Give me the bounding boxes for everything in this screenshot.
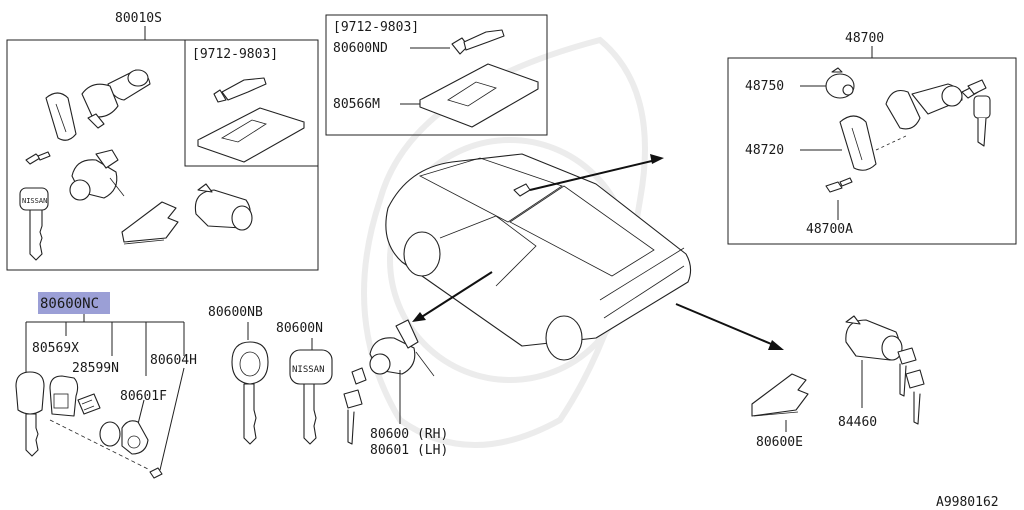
label-48750: 48750	[745, 79, 784, 94]
label-80600nd: 80600ND	[333, 41, 388, 56]
key-80600n: 80600N NISSAN	[276, 321, 333, 445]
ignition-cylinder-icon	[81, 69, 151, 129]
steering-lock-body-icon	[885, 83, 979, 130]
label-84460: 84460	[838, 415, 877, 430]
label-80569x: 80569X	[32, 341, 79, 356]
label-80600n: 80600N	[276, 321, 323, 336]
key-case-icon	[197, 107, 305, 163]
label-80566m: 80566M	[333, 97, 380, 112]
screw-icon	[149, 467, 163, 479]
label-80600nb: 80600NB	[208, 305, 263, 320]
assembly-box: 80010S [9712-9803] NIS	[6, 11, 319, 271]
door-lock-group: 80600 (RH) 80601 (LH)	[343, 319, 448, 458]
label-80600e: 80600E	[756, 435, 803, 450]
key-80600nb: 80600NB	[208, 305, 269, 445]
blank-key-icon-2	[451, 29, 505, 55]
trunk-lock-group: 80600E 84460	[751, 315, 925, 450]
trunk-lever-icon	[121, 201, 179, 245]
label-80601-lh: 80601 (LH)	[370, 443, 448, 458]
pointer-arrows	[412, 154, 784, 350]
svg-text:NISSAN: NISSAN	[292, 365, 325, 375]
label-80600-rh: 80600 (RH)	[370, 427, 448, 442]
label-28599n: 28599N	[72, 361, 119, 376]
svg-text:NISSAN: NISSAN	[22, 197, 47, 205]
label-48720: 48720	[745, 143, 784, 158]
bolt-icon	[25, 151, 51, 165]
label-48700: 48700	[845, 31, 884, 46]
label-80601f: 80601F	[120, 389, 167, 404]
nissan-key-icon: NISSAN	[19, 187, 49, 261]
remote-key-icon	[15, 371, 45, 457]
car-illustration	[385, 153, 692, 361]
door-lock-cylinder-icon	[69, 149, 125, 201]
battery-icon	[99, 421, 121, 447]
bolt-icon-2	[825, 177, 853, 193]
highlight-box	[38, 292, 110, 314]
key-case-icon-2	[419, 63, 539, 128]
label-80604h: 80604H	[150, 353, 197, 368]
housing-clamp-icon	[839, 115, 907, 171]
circuit-board-icon	[77, 393, 101, 415]
label-48700a: 48700A	[806, 222, 853, 237]
label-date-top: [9712-9803]	[333, 20, 419, 35]
key-pair-icon	[967, 79, 991, 147]
blank-key-box: [9712-9803] 80600ND 80566M	[325, 14, 548, 136]
label-date-left: [9712-9803]	[192, 47, 278, 62]
steering-lock-box: 48700 48750 48720 48700A	[727, 31, 1017, 245]
trunk-cylinder-icon	[194, 183, 253, 231]
label-80010s: 80010S	[115, 11, 162, 26]
blank-key-icon	[213, 77, 267, 103]
diagram-id: A9980162	[936, 495, 999, 510]
label-80600nc: 80600NC	[40, 296, 99, 312]
back-cover-icon	[121, 420, 149, 455]
key-group: 80600NC 80569X 28599N 80604H 80601F	[15, 292, 197, 479]
key-shell-icon	[49, 375, 79, 417]
lock-clamp-icon	[45, 92, 77, 141]
lock-cylinder-icon	[825, 67, 855, 99]
